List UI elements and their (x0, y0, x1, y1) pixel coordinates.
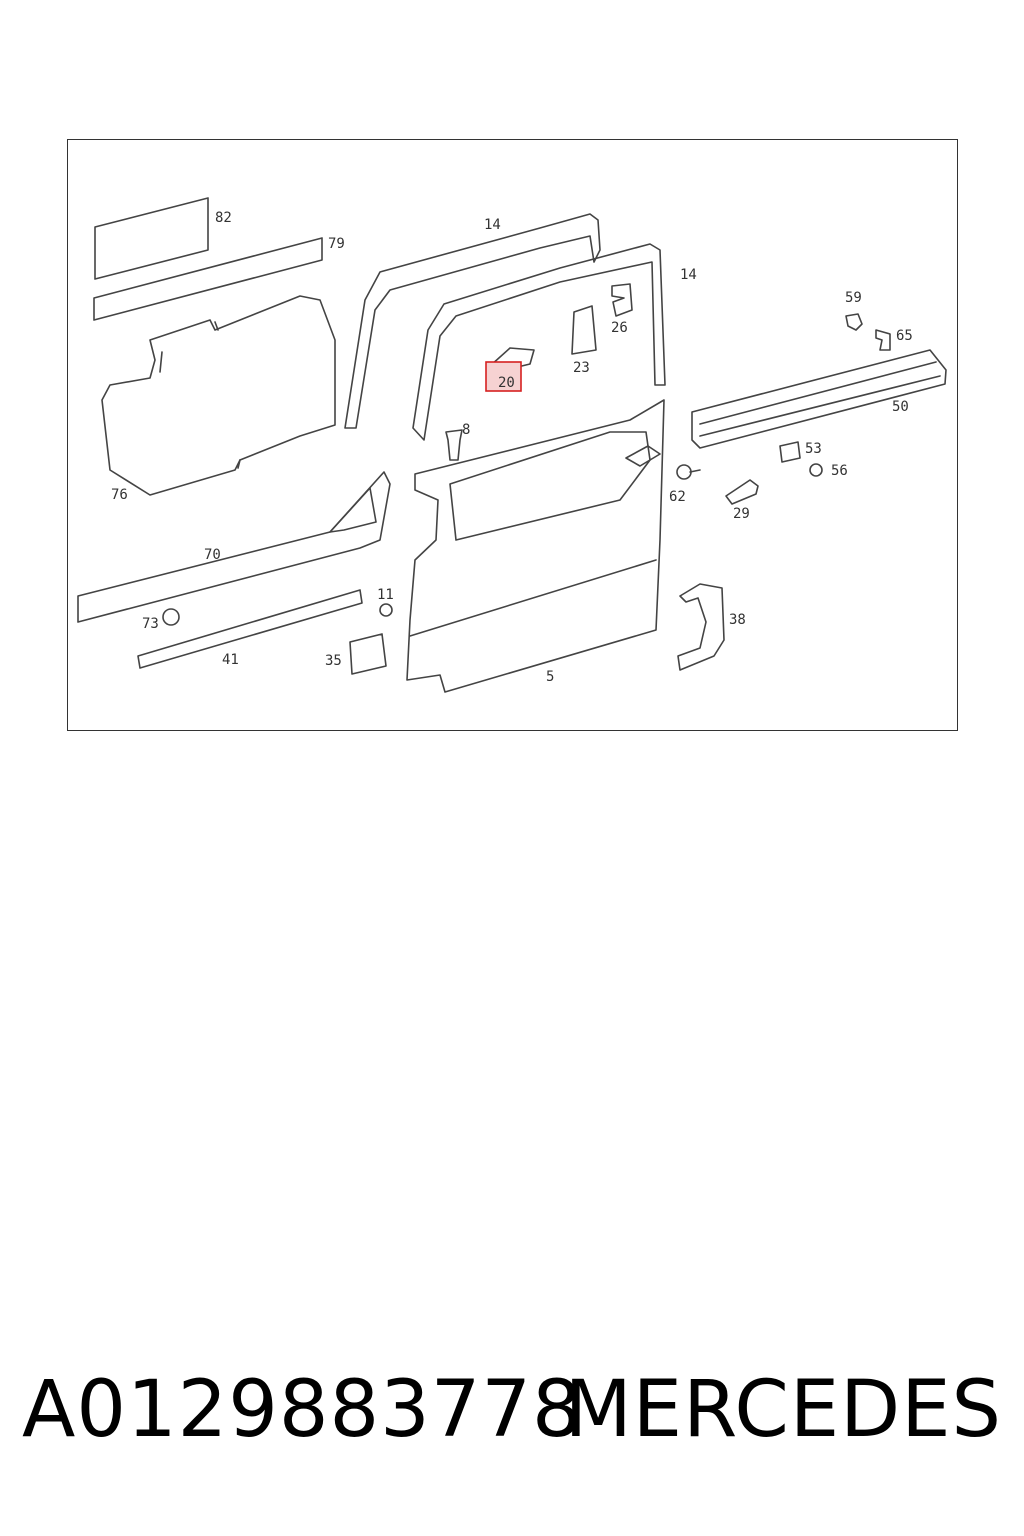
parts-diagram-frame (67, 139, 958, 731)
callout-56: 56 (831, 463, 848, 479)
callout-26: 26 (611, 320, 628, 336)
part-14-rear-seal (344, 213, 601, 429)
part-8-clip (445, 429, 463, 461)
part-number: A0129883778 (22, 1365, 583, 1455)
part-82-panel (94, 197, 209, 280)
callout-20-highlight (485, 361, 522, 392)
callout-5: 5 (546, 669, 554, 685)
callout-65: 65 (896, 328, 913, 344)
callout-8: 8 (462, 422, 470, 438)
part-65-bracket (875, 329, 891, 351)
part-41-strip (137, 589, 363, 669)
part-79-strip (93, 237, 323, 321)
callout-70: 70 (204, 547, 221, 563)
part-70-sill (77, 471, 391, 623)
part-23-trim (571, 305, 597, 355)
part-76-mat (101, 295, 336, 496)
callout-50: 50 (892, 399, 909, 415)
brand-name: MERCEDES (564, 1365, 1002, 1455)
part-73-cap (162, 608, 180, 626)
callout-35: 35 (325, 653, 342, 669)
callout-53: 53 (805, 441, 822, 457)
callout-62: 62 (669, 489, 686, 505)
part-5-door-panel (406, 399, 665, 693)
part-14-front-seal (412, 243, 666, 441)
callout-20[interactable]: 20 (498, 375, 515, 391)
callout-14-front: 14 (680, 267, 697, 283)
callout-82: 82 (215, 210, 232, 226)
callout-41: 41 (222, 652, 239, 668)
part-38-handle (677, 583, 725, 671)
callout-79: 79 (328, 236, 345, 252)
callout-23: 23 (573, 360, 590, 376)
parts-diagram: 82 79 14 14 26 23 20 59 65 50 8 53 56 62… (77, 197, 947, 693)
callout-59: 59 (845, 290, 862, 306)
part-20-guide (485, 347, 535, 392)
part-11-clip (379, 603, 393, 617)
callout-29: 29 (733, 506, 750, 522)
callout-11: 11 (377, 587, 394, 603)
callout-76: 76 (111, 487, 128, 503)
callout-38: 38 (729, 612, 746, 628)
part-29-cap (725, 479, 759, 505)
part-26-bracket (611, 283, 633, 317)
part-50-rail (691, 349, 947, 449)
part-56-nut (809, 463, 823, 477)
product-footer: A0129883778 MERCEDES (0, 1365, 1024, 1475)
part-62-screw (676, 464, 701, 480)
callout-14-rear: 14 (484, 217, 501, 233)
part-53-block (779, 441, 801, 463)
callout-73: 73 (142, 616, 159, 632)
part-59-bolt (845, 313, 863, 331)
part-35-cover (349, 633, 387, 675)
